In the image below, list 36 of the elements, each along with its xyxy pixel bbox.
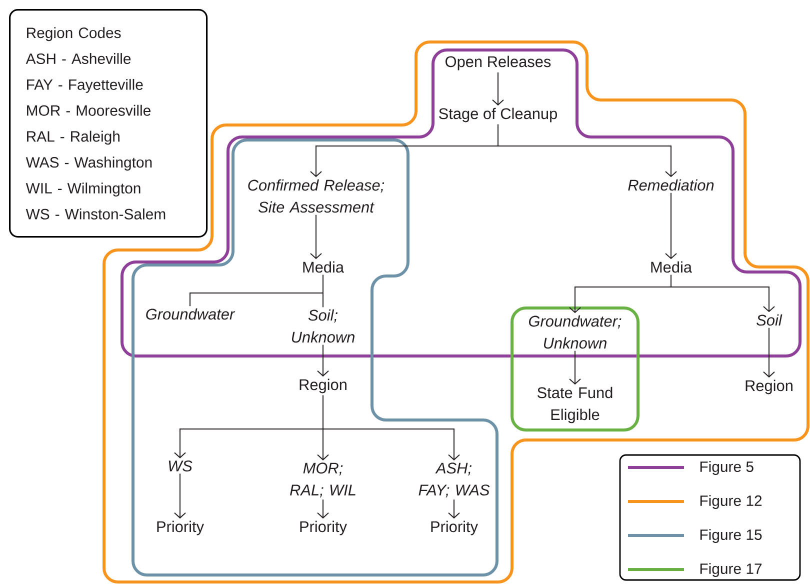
step-label: Stage of Cleanup xyxy=(439,108,557,122)
code-list-box: Region Codes ASH - Asheville FAY - Fayetteville MOR - Mooresville RAL - Raleigh WAS - Washington WIL - Wilmington WS - Winston-Salem xyxy=(9,9,208,238)
arrow xyxy=(310,214,322,260)
arrow xyxy=(317,344,329,377)
arrow xyxy=(492,72,504,106)
step-label: ASH; FAY; WAS xyxy=(418,462,490,498)
step-label: State Fund Eligible xyxy=(538,386,612,424)
arrow xyxy=(763,327,775,378)
arrow xyxy=(665,192,677,260)
arrow xyxy=(174,473,186,519)
step-label: Media xyxy=(303,261,344,273)
arrow xyxy=(498,124,677,178)
arrow xyxy=(448,499,460,519)
step-label: Open Releases xyxy=(446,56,551,70)
step-label: Region xyxy=(746,380,792,394)
arrow xyxy=(670,274,775,312)
legend-label: Figure 5 xyxy=(700,461,754,475)
arrow xyxy=(317,499,329,519)
step-label: Confirmed Release; Site Assessment xyxy=(248,179,384,213)
arrow xyxy=(322,394,460,460)
step-label: Groundwater; Unknown xyxy=(529,315,622,349)
step-label: Priority xyxy=(157,520,204,536)
arrow xyxy=(569,350,581,385)
step-label: Soil; Unknown xyxy=(292,309,354,343)
step-label: WS xyxy=(168,460,192,472)
step-label: Groundwater xyxy=(146,308,236,320)
step-label: MOR; RAL; WIL xyxy=(290,462,356,498)
step-label: Soil xyxy=(756,314,782,326)
step-label: Remediation xyxy=(628,179,714,191)
step-label: Region xyxy=(300,378,346,394)
legend-label: Figure 15 xyxy=(700,529,762,543)
step-label: Media xyxy=(651,261,692,273)
legend-label: Figure 12 xyxy=(700,495,762,509)
step-label: Priority xyxy=(431,520,478,536)
step-label: Priority xyxy=(300,520,347,536)
legend-label: Figure 17 xyxy=(700,563,762,577)
